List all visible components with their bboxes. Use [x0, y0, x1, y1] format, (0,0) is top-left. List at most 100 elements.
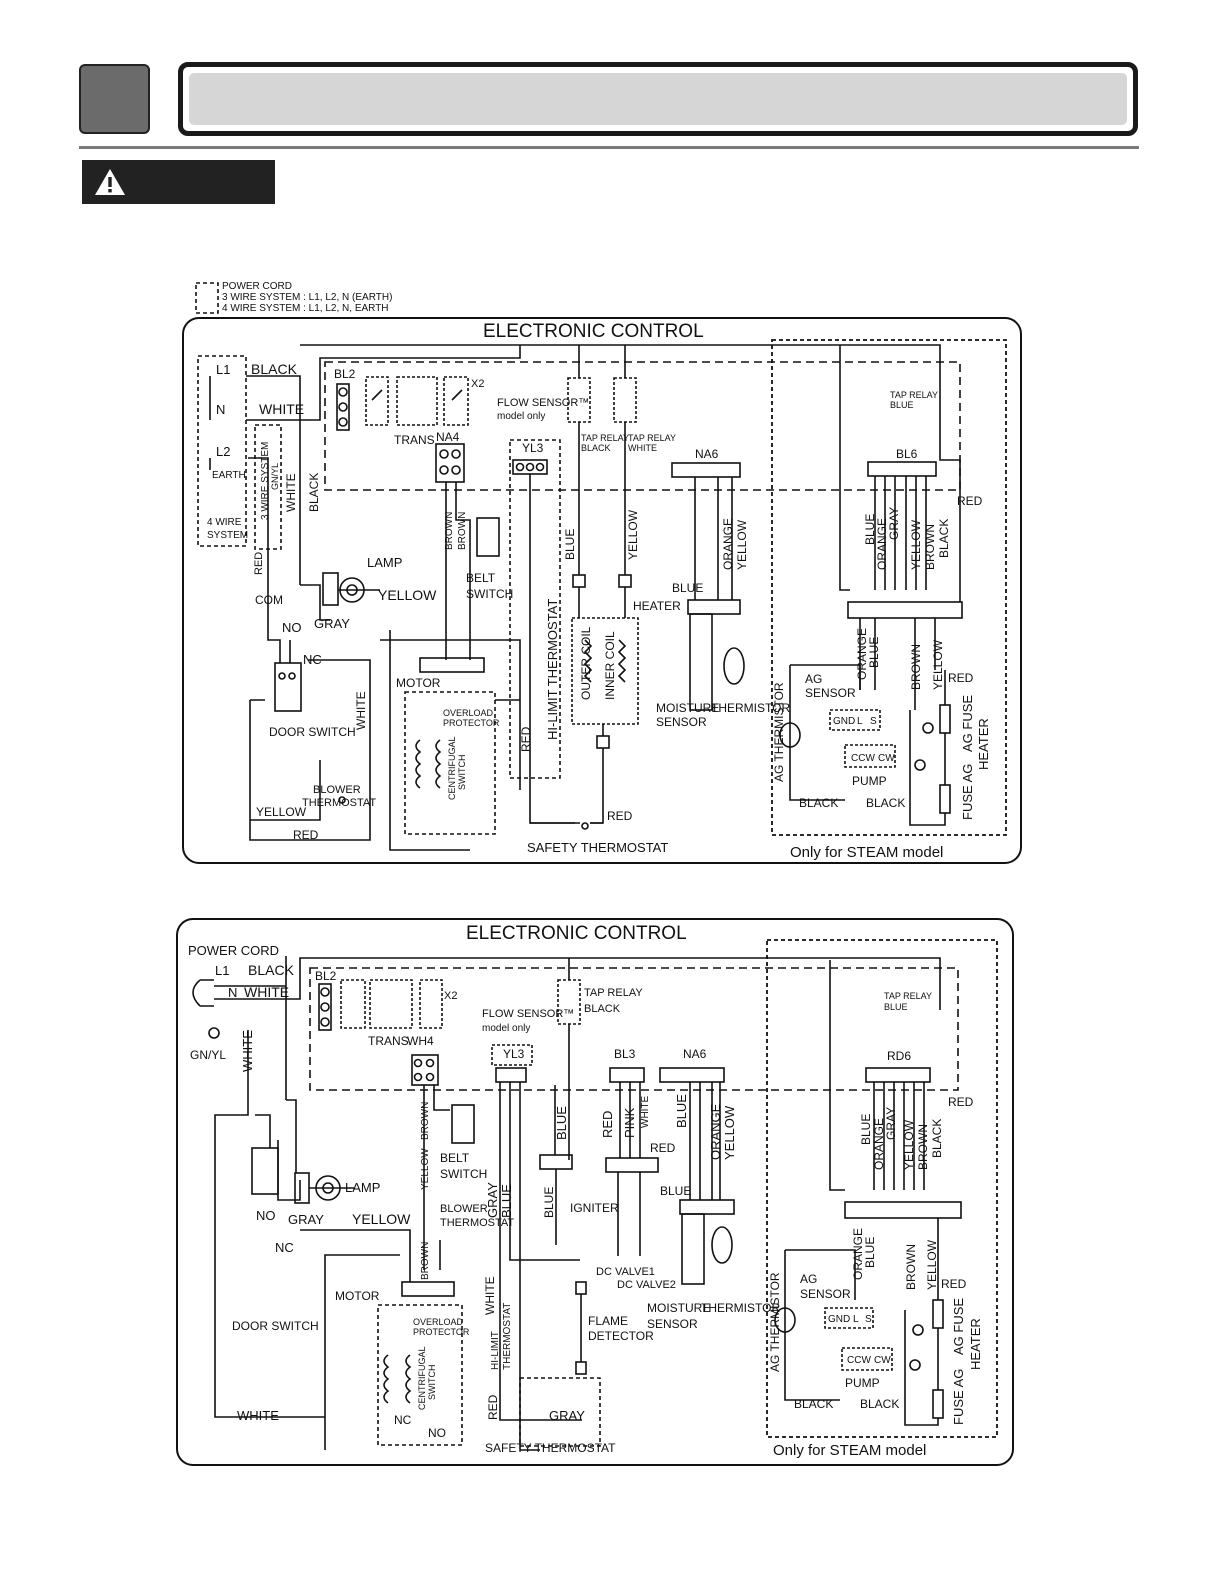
label-steam-only: Only for STEAM model — [790, 844, 943, 861]
label-centrifugal-2: CENTRIFUGAL — [417, 1346, 427, 1410]
label-no-2: NO — [256, 1208, 276, 1223]
label-nc-2: NC — [275, 1240, 294, 1255]
label-heater-steam: HEATER — [976, 718, 991, 770]
label-wire-yellow: YELLOW — [909, 519, 923, 570]
label-brown-1: BROWN — [444, 512, 455, 550]
label-blower-thermostat-2: THERMOSTAT — [440, 1217, 514, 1229]
label-white-2: WHITE — [244, 984, 289, 1000]
label-ag-thermistor-2: AG THERMISTOR — [768, 1272, 782, 1372]
label-moisture-sensor: SENSOR — [656, 715, 707, 729]
label-trans-2: TRANS — [368, 1034, 409, 1048]
label-black-pump-2: BLACK — [866, 796, 905, 810]
label-gnd-2: GND — [828, 1314, 850, 1325]
label-tap-relay-black: TAP RELAY — [581, 433, 629, 443]
label-wire-orange: ORANGE — [875, 518, 889, 570]
label-blue-vertical: BLUE — [563, 529, 577, 560]
label-l2: L2 — [216, 444, 230, 459]
label-wire2-yellow-2: YELLOW — [925, 1239, 939, 1290]
label-wire-gray: GRAY — [887, 507, 901, 540]
label-gray-safety: GRAY — [549, 1408, 585, 1423]
label-na6-2: NA6 — [683, 1047, 707, 1061]
label-centrifugal-switch: SWITCH — [457, 755, 467, 791]
label-tap-relay-blue-2: BLUE — [890, 400, 914, 410]
label-safety-thermostat-2: SAFETY THERMOSTAT — [485, 1441, 616, 1455]
label-x2-2: X2 — [444, 990, 457, 1002]
label-moisture-2: MOISTURE — [647, 1301, 710, 1315]
label-red-steam: RED — [948, 671, 974, 685]
label-blower-2: BLOWER — [440, 1203, 488, 1215]
label-l1: L1 — [216, 362, 230, 377]
label-wire-brown: BROWN — [923, 524, 937, 570]
label-wire2-blue: BLUE — [867, 637, 881, 668]
label-tap-relay-blue: TAP RELAY — [890, 390, 938, 400]
label-dc-valve1: DC VALVE1 — [596, 1266, 655, 1278]
label-flame-detector: DETECTOR — [588, 1329, 654, 1343]
label-model-only: model only — [497, 411, 545, 422]
legend-3-wire: 3 WIRE SYSTEM : L1, L2, N (EARTH) — [222, 292, 392, 303]
label-white-bl3: WHITE — [640, 1095, 651, 1128]
label-tap-relay-white: TAP RELAY — [628, 433, 676, 443]
label-tap-relay-blue-2b: BLUE — [884, 1002, 908, 1012]
label-black-pump-1: BLACK — [799, 796, 838, 810]
label-lamp-2: LAMP — [345, 1180, 380, 1195]
label-4-wire: 4 WIRE — [207, 517, 242, 528]
label-hi-limit-thermostat: HI-LIMIT THERMOSTAT — [545, 599, 560, 740]
label-belt-2: BELT — [440, 1151, 470, 1165]
label-ag-sensor: SENSOR — [805, 686, 856, 700]
label-tap-relay-black-2: BLACK — [581, 443, 611, 453]
label-white-mid: WHITE — [483, 1276, 497, 1315]
label-wire-black-2: BLACK — [930, 1119, 944, 1158]
label-tap-relay-black-2a: TAP RELAY — [584, 987, 643, 999]
label-yl3: YL3 — [522, 441, 544, 455]
diagram2-frame — [176, 918, 1014, 1466]
label-model-only-2: model only — [482, 1023, 530, 1034]
label-blue-na6-2: BLUE — [674, 1094, 689, 1128]
label-flow-sensor-2: FLOW SENSOR™ — [482, 1008, 574, 1020]
label-red-mid: RED — [519, 726, 533, 752]
label-gray-vertical: GRAY — [485, 1182, 500, 1218]
power-plug — [192, 979, 230, 1007]
label-blower: BLOWER — [313, 784, 361, 796]
label-ccw-2: CCW — [847, 1355, 871, 1366]
legend-power-cord: POWER CORD — [222, 281, 292, 292]
diagram1-title: ELECTRONIC CONTROL — [483, 321, 704, 342]
label-yellow-vertical-2: YELLOW — [420, 1148, 431, 1190]
label-steam-only-2: Only for STEAM model — [773, 1442, 926, 1459]
wiring-diagram-2: ELECTRONIC CONTROL POWER CORD L1 BLACK N… — [176, 918, 1014, 1466]
label-nc-motor: NC — [394, 1413, 412, 1427]
control-board-outline — [324, 361, 961, 491]
bl2-connector — [336, 383, 350, 431]
label-blue-igniter-vertical: BLUE — [554, 1106, 569, 1140]
label-wire-orange-2: ORANGE — [872, 1118, 886, 1170]
label-lamp: LAMP — [367, 555, 402, 570]
label-yl3-2: YL3 — [503, 1047, 525, 1061]
label-wire-brown-2: BROWN — [916, 1124, 930, 1170]
label-motor: MOTOR — [396, 676, 441, 690]
label-heater-steam-2: HEATER — [968, 1318, 983, 1370]
label-yellow-na6-2: YELLOW — [722, 1105, 737, 1160]
label-brown-2: BROWN — [457, 512, 468, 550]
label-red-steam-2: RED — [941, 1277, 967, 1291]
label-belt: BELT — [466, 571, 496, 585]
label-gnyl-2: GN/YL — [190, 1048, 226, 1062]
label-protector-2: PROTECTOR — [413, 1327, 470, 1337]
label-wire-gray-2: GRAY — [884, 1107, 898, 1140]
label-power-cord: POWER CORD — [188, 943, 279, 958]
label-ag-fuse-2: AG FUSE — [951, 1298, 966, 1355]
label-white-bottom: WHITE — [237, 1408, 279, 1423]
legend-4-wire: 4 WIRE SYSTEM : L1, L2, N, EARTH — [222, 303, 389, 314]
label-na6: NA6 — [695, 447, 719, 461]
label-motor-2: MOTOR — [335, 1289, 380, 1303]
label-wire2-brown-2: BROWN — [904, 1244, 918, 1290]
label-hi-limit-2: HI-LIMIT — [490, 1331, 501, 1370]
label-outer-coil: OUTER COIL — [579, 626, 593, 700]
label-red-right: RED — [957, 494, 983, 508]
label-wire-blue-2: BLUE — [859, 1114, 873, 1145]
label-centrifugal-switch-2: SWITCH — [427, 1365, 437, 1401]
label-rd6: RD6 — [887, 1049, 911, 1063]
label-pink: PINK — [622, 1107, 637, 1138]
label-moisture: MOISTURE — [656, 701, 719, 715]
label-earth: EARTH — [212, 470, 246, 481]
label-n-2: N — [228, 985, 237, 1000]
label-bl2: BL2 — [334, 367, 356, 381]
